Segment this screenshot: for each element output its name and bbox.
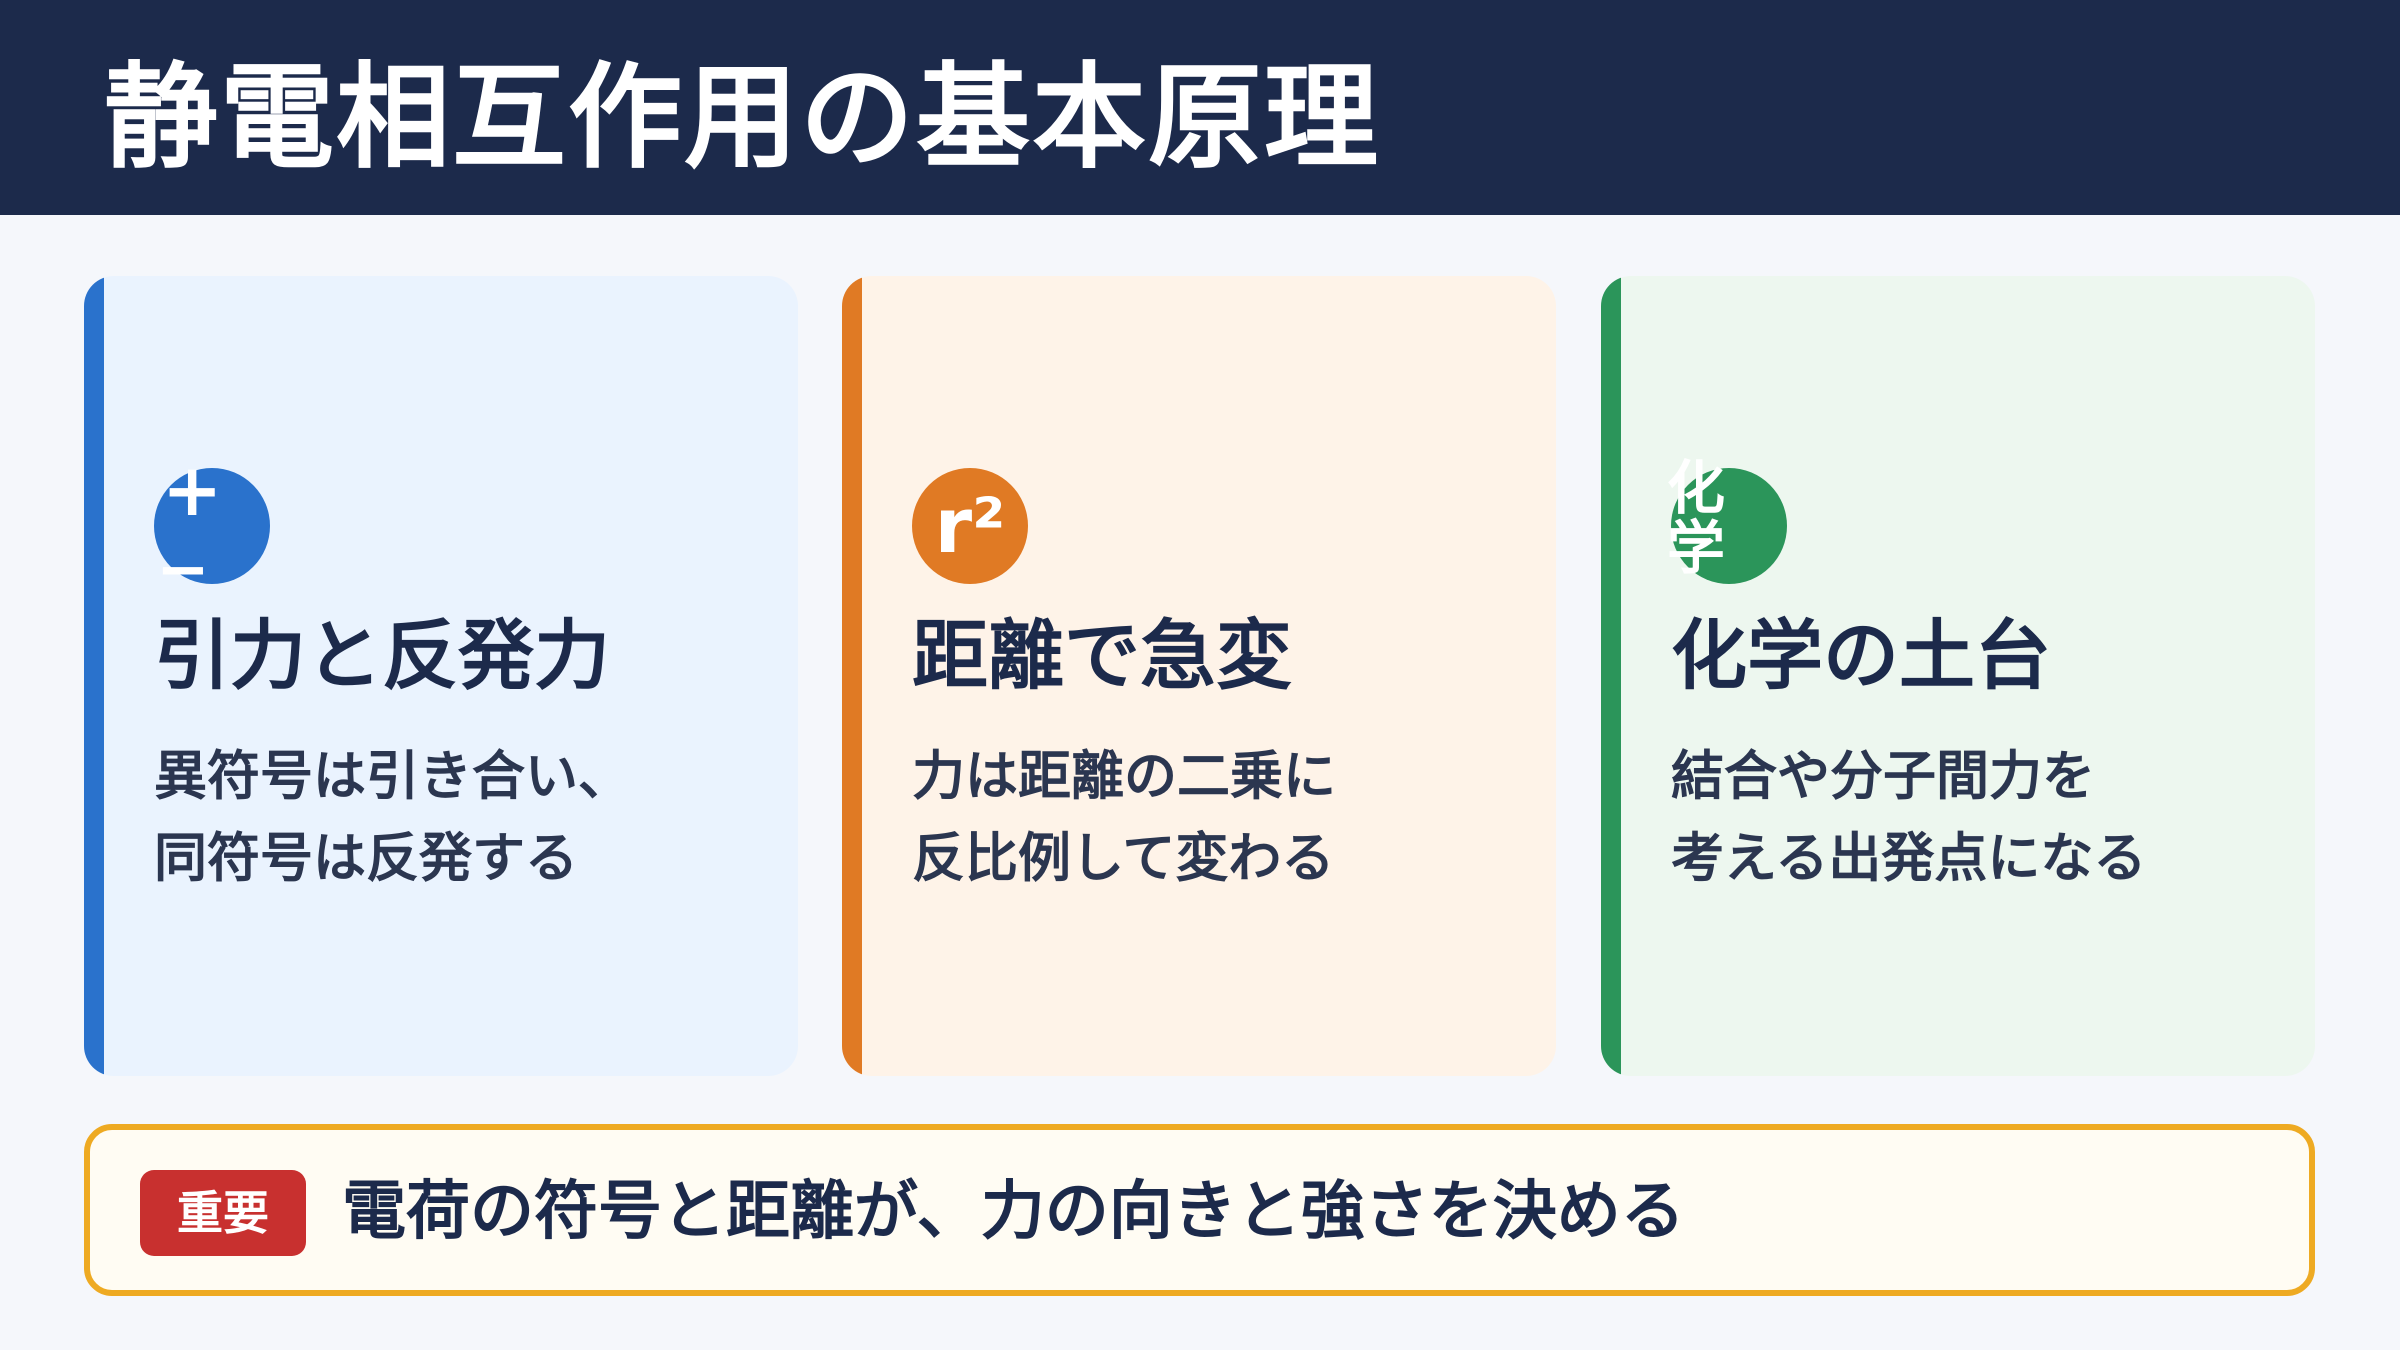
chemistry-icon-text: 化 学 <box>1661 458 1731 578</box>
plus-minus-icon: + − <box>154 454 270 602</box>
card-title: 化学の土台 <box>1671 611 2051 700</box>
card-distance: r² 距離で急変 力は距離の二乗に 反比例して変わる <box>842 276 1556 1076</box>
card-accent-bar <box>84 276 104 1076</box>
minus-sign: − <box>156 533 210 607</box>
card-attraction-repulsion: + − 引力と反発力 異符号は引き合い、 同符号は反発する <box>84 276 798 1076</box>
card-description-line: 同符号は反発する <box>154 828 578 889</box>
card-description-line: 結合や分子間力を <box>1671 746 2095 807</box>
card-description-line: 考える出発点になる <box>1671 828 2147 889</box>
card-title: 引力と反発力 <box>154 611 610 700</box>
chemistry-icon-char: 化 <box>1666 454 1725 522</box>
card-title: 距離で急変 <box>912 611 1292 700</box>
plus-sign: + <box>162 448 223 532</box>
r-squared-label: r² <box>934 481 1006 570</box>
card-description-line: 異符号は引き合い、 <box>154 746 631 807</box>
page-title: 静電相互作用の基本原理 <box>104 51 1381 184</box>
card-description-line: 反比例して変わる <box>912 828 1335 889</box>
card-chemistry-foundation: 化 学 化学の土台 結合や分子間力を 考える出発点になる <box>1601 276 2315 1076</box>
card-description-line: 力は距離の二乗に <box>912 746 1336 807</box>
card-description: 異符号は引き合い、 同符号は反発する <box>154 736 631 900</box>
key-point-message: 電荷の符号と距離が、力の向きと強さを決める <box>342 1175 1685 1249</box>
card-accent-bar <box>842 276 862 1076</box>
header-bar: 静電相互作用の基本原理 <box>0 0 2400 215</box>
card-accent-bar <box>1601 276 1621 1076</box>
chemistry-icon: 化 学 <box>1667 458 1787 584</box>
chemistry-icon-char: 学 <box>1666 514 1725 582</box>
card-description: 力は距離の二乗に 反比例して変わる <box>912 736 1336 900</box>
card-description: 結合や分子間力を 考える出発点になる <box>1671 736 2146 900</box>
important-tag: 重要 <box>140 1170 306 1256</box>
key-point-banner: 重要 電荷の符号と距離が、力の向きと強さを決める <box>84 1124 2315 1296</box>
r-squared-icon: r² <box>912 468 1028 584</box>
